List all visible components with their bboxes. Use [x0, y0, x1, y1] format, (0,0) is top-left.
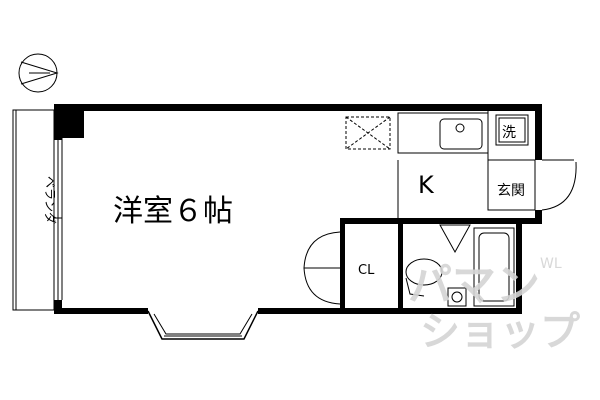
- watermark-text-bottom: ショップ: [420, 309, 580, 355]
- watermark-text-top: パマン: [408, 260, 540, 311]
- refrigerator-space: [345, 116, 391, 150]
- washer-label: 洗: [502, 125, 516, 141]
- closet-doors: [303, 231, 341, 305]
- bay-window: [147, 310, 259, 340]
- western-room-label: 洋室６帖: [113, 194, 233, 229]
- kitchen-label: K: [418, 171, 435, 199]
- watermark: パマン ショップ WL: [408, 256, 580, 355]
- balcony: [12, 109, 63, 311]
- entrance-door: [541, 159, 577, 211]
- kitchen-counter: [397, 112, 489, 154]
- washer-space: [495, 114, 529, 146]
- balcony-label: ベランダ: [43, 176, 58, 224]
- bathroom: [405, 224, 515, 307]
- entrance-label: 玄関: [497, 182, 525, 199]
- north-compass-icon: [18, 53, 59, 93]
- watermark-small: WL: [540, 256, 562, 272]
- closet-label: CL: [358, 263, 375, 278]
- exterior-walls: [54, 104, 542, 314]
